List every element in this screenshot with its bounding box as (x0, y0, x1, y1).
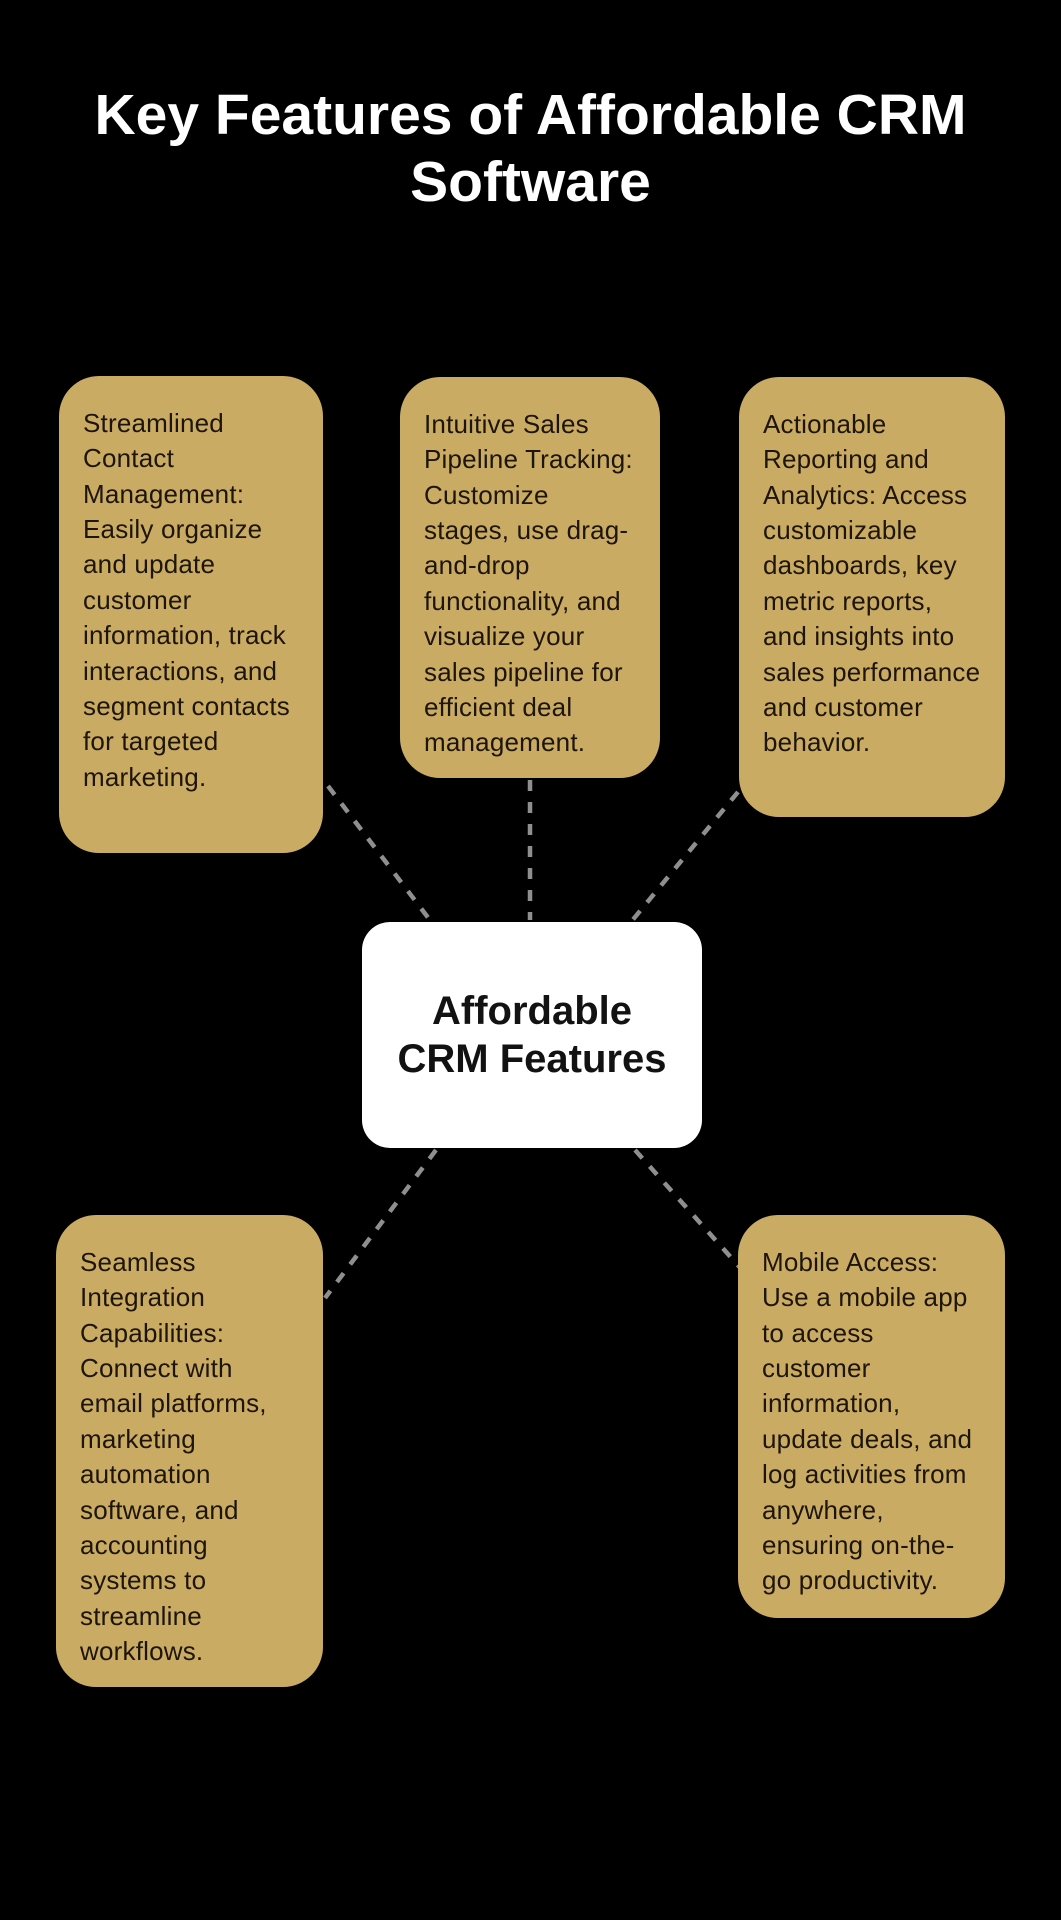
node-pipeline-tracking: Intuitive Sales Pipeline Tracking: Custo… (400, 377, 660, 778)
connector-contact-management (326, 784, 438, 930)
connector-integration-capabilities (323, 1148, 438, 1300)
connector-reporting-analytics (624, 790, 740, 930)
node-integration-capabilities: Seamless Integration Capabilities: Conne… (56, 1215, 323, 1687)
node-mobile-access: Mobile Access: Use a mobile app to acces… (738, 1215, 1005, 1618)
page-title: Key Features of Affordable CRM Software (94, 83, 967, 214)
node-central-affordable-crm-features: Affordable CRM Features (362, 922, 702, 1148)
node-reporting-analytics: Actionable Reporting and Analytics: Acce… (739, 377, 1005, 817)
connector-mobile-access (633, 1148, 746, 1274)
node-contact-management: Streamlined Contact Management: Easily o… (59, 376, 323, 853)
